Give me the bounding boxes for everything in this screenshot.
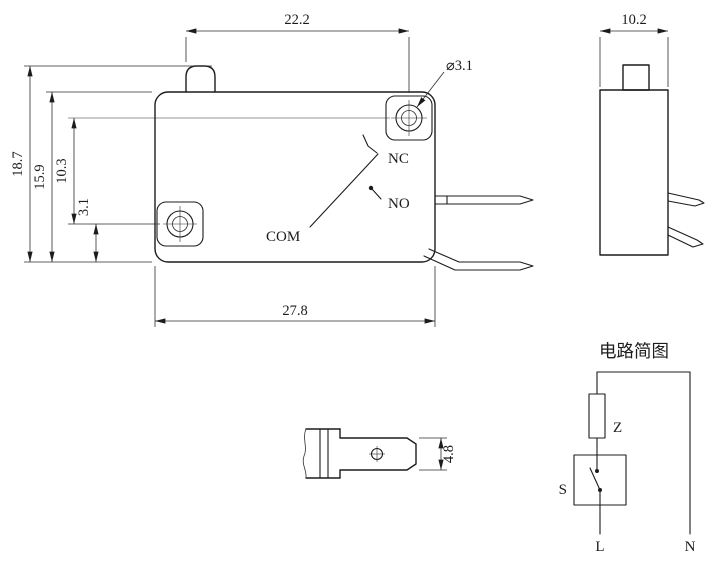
- dim-bottom-width: 27.8: [154, 266, 436, 327]
- side-view: 10.2: [599, 12, 705, 256]
- label-l: L: [595, 539, 604, 555]
- switch-body-outline: [154, 91, 436, 263]
- plunger-button: [185, 65, 216, 93]
- mounting-hole-top-right: [385, 95, 433, 141]
- leader-line: [416, 71, 445, 108]
- dim-text: 4.8: [441, 445, 457, 463]
- side-terminal-lower: [667, 226, 704, 248]
- contact-lever: [309, 153, 379, 228]
- com-label: COM: [266, 229, 300, 245]
- nc-label: NC: [388, 151, 409, 167]
- dim-text: 27.8: [282, 303, 307, 319]
- label-s: S: [559, 482, 567, 498]
- dim-hole-offset: 3.1: [76, 198, 99, 262]
- dim-text: 15.9: [32, 164, 48, 189]
- terminal-detail-view: 4.8: [302, 428, 457, 479]
- circuit-title: 电路简图: [599, 341, 669, 361]
- dim-hole-spacing: 10.3: [54, 117, 390, 225]
- no-label: NO: [388, 196, 410, 212]
- dim-text: 10.3: [54, 158, 70, 183]
- break-line: [302, 428, 307, 479]
- side-terminal-upper: [667, 192, 705, 207]
- side-plunger: [622, 64, 650, 91]
- dim-total-height: 18.7: [10, 65, 212, 263]
- dim-text: 10.2: [621, 12, 646, 28]
- dim-text: 3.1: [76, 198, 92, 216]
- dim-text: 22.2: [284, 12, 309, 28]
- switch-box: [573, 454, 627, 506]
- dim-text: ⌀3.1: [446, 58, 473, 74]
- terminal-blade: [339, 428, 417, 479]
- dim-side-width: 10.2: [599, 12, 669, 87]
- terminal-hole: [369, 446, 385, 462]
- impedance-box: [588, 393, 606, 439]
- dim-body-height: 15.9: [32, 91, 152, 262]
- mounting-hole-bottom-left: [156, 201, 204, 247]
- dim-top-width: 22.2: [185, 12, 410, 93]
- label-z: Z: [613, 420, 622, 436]
- diameter-callout: ⌀3.1: [416, 58, 473, 108]
- terminal-blade-lower: [423, 248, 534, 271]
- terminal-blade-upper: [434, 195, 534, 205]
- label-n: N: [685, 539, 696, 555]
- front-view: NC NO COM 22.2 27.8 1: [10, 12, 534, 327]
- side-body-outline: [599, 89, 669, 256]
- switch-contact-top: [595, 469, 599, 473]
- contact-mechanism: [309, 134, 382, 228]
- switch-lever: [589, 467, 601, 491]
- no-contact-line: [371, 188, 382, 200]
- dim-blade-height: 4.8: [419, 437, 457, 471]
- dim-text: 18.7: [10, 151, 26, 176]
- blade-outline: [423, 248, 534, 271]
- circuit-diagram: 电路简图 Z S L N: [559, 341, 696, 555]
- nc-fixed-contact: [362, 134, 378, 154]
- blade-outline: [434, 195, 534, 205]
